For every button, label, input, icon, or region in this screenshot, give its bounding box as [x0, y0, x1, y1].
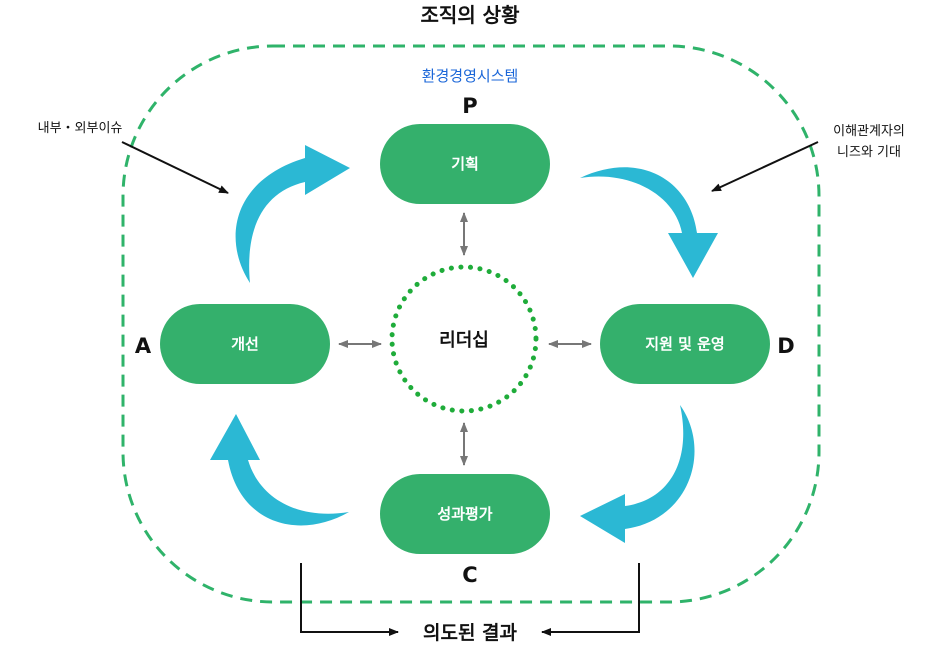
system-label: 환경경영시스템 — [422, 67, 519, 85]
diagram-title: 조직의 상황 — [421, 3, 521, 27]
node-plan-label: 기획 — [451, 155, 479, 173]
node-plan: 기획 — [380, 124, 550, 204]
result-arrow-left — [300, 563, 399, 636]
node-do-label: 지원 및 운영 — [645, 335, 724, 353]
phase-letter-d: D — [777, 334, 794, 358]
note-stakeholder-line2: 니즈와 기대 — [837, 145, 901, 160]
center-label: 리더십 — [439, 330, 489, 351]
note-arrow-right — [711, 141, 819, 192]
cycle-arrow-plan-to-do — [580, 167, 718, 278]
cycle-arrow-act-to-plan — [235, 145, 350, 283]
intended-results-label: 의도된 결과 — [423, 622, 518, 644]
note-arrow-left — [121, 141, 229, 194]
node-act: 개선 — [160, 304, 330, 384]
result-arrow-right — [541, 563, 640, 636]
phase-letter-c: C — [462, 563, 477, 587]
node-act-label: 개선 — [231, 335, 259, 353]
node-check-label: 성과평가 — [437, 505, 492, 523]
cycle-arrow-do-to-check — [580, 405, 695, 543]
cycle-arrow-check-to-act — [210, 414, 349, 526]
node-do: 지원 및 운영 — [600, 304, 770, 384]
note-stakeholder-line1: 이해관계자의 — [833, 124, 905, 139]
system-boundary — [121, 44, 821, 604]
phase-letter-p: P — [462, 94, 477, 118]
phase-letter-a: A — [135, 334, 152, 358]
center-leadership: 리더십 — [389, 264, 539, 414]
node-check: 성과평가 — [380, 474, 550, 554]
note-internal-external-issues: 내부・외부이슈 — [38, 121, 123, 136]
